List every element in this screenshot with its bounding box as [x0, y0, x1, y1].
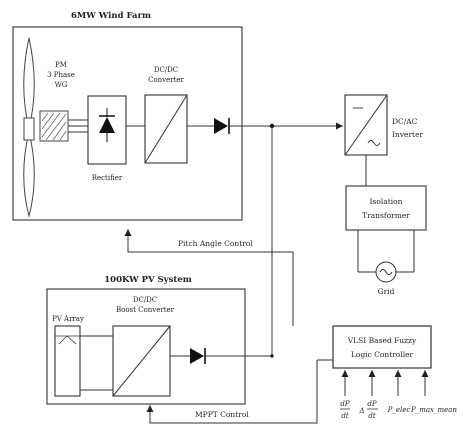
rectifier-label: Rectifier — [92, 174, 123, 182]
transformer-label-1: Isolation — [370, 197, 403, 206]
inverter-label-2: Inverter — [392, 130, 424, 139]
controller-label-1: VLSI Based Fuzzy — [347, 336, 417, 345]
generator-label-3: WG — [55, 81, 68, 89]
mppt-control-label: MPPT Control — [195, 410, 249, 419]
generator-icon — [39, 110, 69, 142]
input-d2p-delta: Δ — [358, 407, 364, 415]
wind-dcdc-label-2: Converter — [148, 76, 184, 84]
grid-source-icon — [375, 261, 397, 283]
controller-box — [332, 325, 432, 369]
pv-array-label: PV Array — [52, 315, 84, 323]
pv-system-group: 100KW PV System DC/DC Boost Converter PV… — [46, 275, 246, 405]
pv-array-box — [54, 325, 81, 397]
inverter-diagonal — [344, 94, 388, 156]
input-pmax-label: P_max_mean — [410, 406, 457, 414]
wind-farm-title: 6MW Wind Farm — [71, 11, 151, 21]
inverter-label-1: DC/AC — [392, 117, 418, 126]
controller-label-2: Logic Controller — [351, 350, 414, 359]
pv-dcdc-label-1: DC/DC — [133, 296, 157, 304]
transformer-label-2: Transformer — [362, 211, 410, 220]
generator-label-2: 3 Phase — [47, 71, 75, 79]
pv-system-box — [46, 288, 246, 405]
pv-bus-junction — [270, 354, 274, 358]
pitch-control-line — [124, 229, 294, 326]
wind-farm-box — [12, 26, 243, 221]
input-dpdt-num: dP — [340, 400, 349, 408]
input-pelec-label: P_elec — [387, 406, 411, 414]
pv-dcdc-diagonal — [112, 325, 171, 397]
mppt-control-line — [146, 360, 318, 424]
input-dpdt-den: dt — [341, 412, 348, 420]
pv-dcdc-label-2: Boost Converter — [116, 306, 175, 314]
wind-farm-group: 6MW Wind Farm PM 3 Phase WG — [12, 11, 243, 221]
input-d2p-den: dt — [368, 412, 375, 420]
rectifier-diode-icon — [99, 108, 115, 142]
wind-output-diode-icon — [214, 118, 230, 134]
generator-label-1: PM — [55, 61, 67, 69]
wind-turbine-icon — [23, 37, 35, 218]
input-d2p-num: dP — [367, 400, 376, 408]
transformer-box — [345, 185, 427, 231]
pv-output-diode-icon — [190, 348, 206, 364]
pv-system-title: 100KW PV System — [104, 275, 191, 285]
pitch-control-label: Pitch Angle Control — [178, 239, 253, 248]
wind-dcdc-label-1: DC/DC — [154, 66, 178, 74]
wind-dcdc-diagonal — [144, 94, 188, 164]
grid-label: Grid — [378, 287, 395, 296]
